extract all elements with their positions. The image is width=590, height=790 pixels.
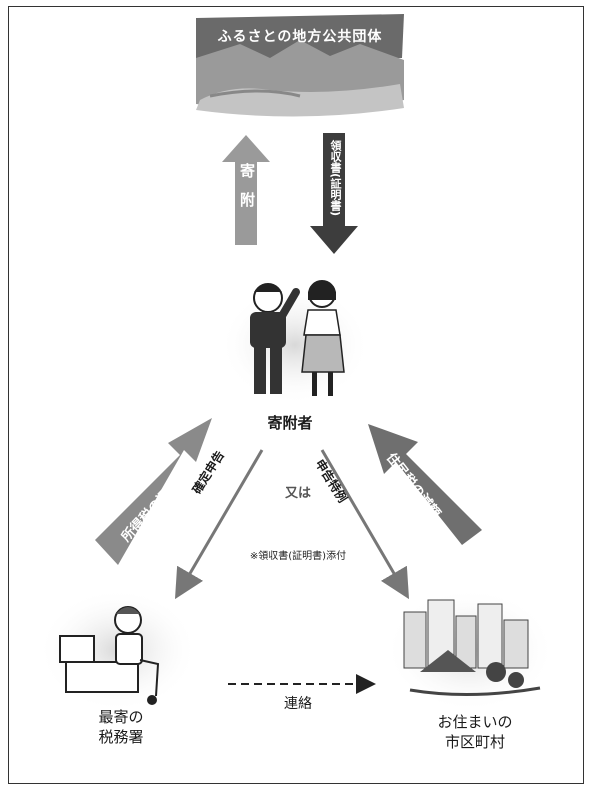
receipt-arrow: [310, 133, 358, 254]
tax-office-label: 最寄の 税務署: [66, 707, 176, 747]
contact-label: 連絡: [284, 696, 312, 712]
tax-office-figure: [38, 588, 198, 712]
tax-office-line2: 税務署: [98, 728, 144, 746]
hometown-banner-title: ふるさとの地方公共団体: [217, 29, 383, 45]
tax-refund-arrow: [95, 418, 212, 565]
municipality-line2: 市区町村: [444, 733, 505, 751]
tax-office-line1: 最寄の: [98, 708, 144, 726]
donation-arrow-label: 寄附: [238, 163, 256, 221]
receipt-attached-note: ※領収書(証明書)添付: [249, 551, 347, 562]
hometown-banner: [196, 14, 404, 117]
municipality-line1: お住まいの: [437, 713, 513, 731]
special-procedure-arrow: [320, 449, 410, 600]
donor-label: 寄附者: [267, 414, 313, 432]
donor-figures: [220, 280, 370, 405]
municipality-figure: [385, 588, 555, 712]
final-return-arrow: [174, 449, 264, 600]
donation-arrow: [222, 135, 270, 245]
receipt-arrow-label: 領収書(証明書): [329, 140, 342, 217]
resident-tax-arrow: [368, 424, 482, 545]
or-label: 又は: [284, 486, 311, 501]
municipality-label: お住まいの 市区町村: [400, 712, 550, 752]
